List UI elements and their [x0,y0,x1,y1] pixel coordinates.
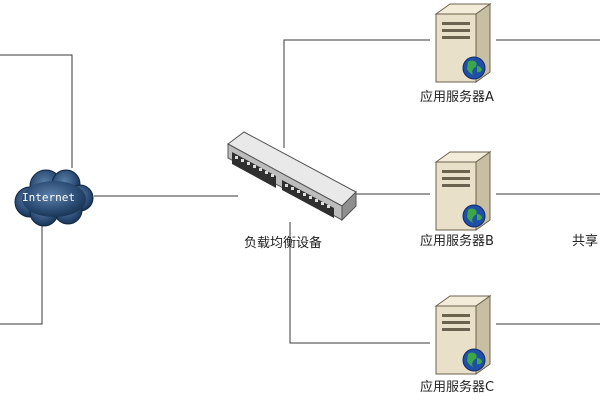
internet-cloud-icon [14,169,94,227]
server-c-label: 应用服务器C [420,380,495,395]
load-balancer-label: 负载均衡设备 [244,236,323,251]
server-a-label: 应用服务器A [420,90,494,105]
line-internet-top [0,54,73,168]
server-b-icon [434,151,492,231]
line-internet-bottom [0,225,43,325]
line-lb-to-server-a [283,39,430,148]
shared-storage-label: 共享 [572,234,599,249]
load-balancer-switch-icon [227,131,357,222]
server-c-icon [434,295,492,375]
server-b-label: 应用服务器B [420,234,494,249]
server-a-icon [434,3,492,83]
internet-label: Internet [22,191,75,204]
line-lb-to-server-c [289,222,430,344]
